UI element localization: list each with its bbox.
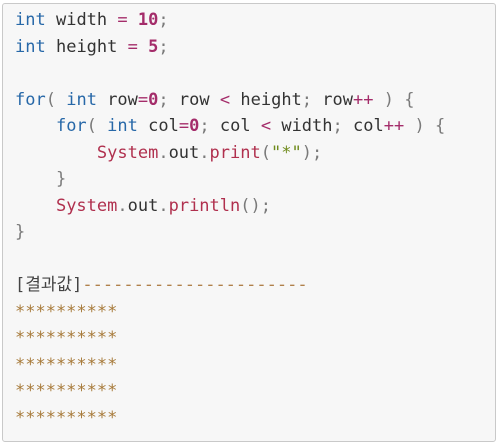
code-line-outer-for: for( int row=0; row < height; row++ ) { [15,87,495,114]
parens: () [240,195,261,216]
class-system: System [96,142,159,163]
brace-close: } [15,222,26,242]
result-row: ********** [15,301,118,322]
op-assign: = [137,89,149,110]
result-row: ********** [15,381,118,401]
paren-open: ( [45,89,56,110]
op-increment: ++ [383,116,405,136]
brace-open: { [404,89,415,110]
keyword-int: int [107,116,138,136]
keyword-for: for [15,89,46,110]
class-system: System [55,195,118,216]
number-literal: 10 [137,10,159,30]
var-row: row [322,89,354,110]
dot: . [199,142,210,163]
brace-close: } [55,169,67,189]
blank-line [15,246,495,273]
code-block: int width = 10; int height = 5; for( int… [2,3,496,442]
paren-close: ) [301,142,312,163]
result-divider: ---------------------- [82,275,308,295]
keyword-int: int [15,36,46,57]
var-col: col [353,116,384,136]
paren-close: ) [414,116,425,136]
code-line-inner-close: } [15,166,495,193]
op-less-than: < [260,116,272,136]
semicolon: ; [260,195,271,216]
method-print: print [209,142,261,163]
code-line-width: int width = 10; [15,7,495,34]
semicolon: ; [158,10,169,30]
var-col: col [219,116,251,136]
semicolon: ; [301,89,313,110]
code-line-inner-for: for( int col=0; col < width; col++ ) { [15,113,495,140]
semicolon: ; [158,36,169,57]
result-row: ********** [15,354,118,375]
method-println: println [168,195,241,216]
string-literal: "*" [270,142,302,163]
result-header: [결과값]---------------------- [15,272,495,299]
dot: . [158,195,169,216]
var-height: height [240,89,302,110]
var-width: width [55,10,108,30]
field-out: out [168,142,200,163]
paren-close: ) [383,89,394,110]
brace-open: { [434,116,446,136]
code-line-print: System.out.print("*"); [15,140,495,167]
code-line-outer-close: } [15,219,495,246]
keyword-int: int [66,89,97,110]
keyword-for: for [55,116,87,136]
op-increment: ++ [353,89,374,110]
dot: . [158,142,169,163]
op-assign: = [127,36,138,57]
op-assign: = [178,116,190,136]
var-row: row [107,89,138,110]
semicolon: ; [311,142,323,163]
op-assign: = [117,10,128,30]
blank-line [15,60,495,87]
var-row: row [178,89,210,110]
result-row: ********** [15,407,118,428]
dot: . [117,195,128,216]
paren-open: ( [86,116,97,136]
semicolon: ; [158,89,169,110]
op-less-than: < [219,89,231,110]
number-literal: 0 [148,89,159,110]
code-line-println: System.out.println(); [15,193,495,220]
var-col: col [148,116,179,136]
paren-open: ( [260,142,271,163]
field-out: out [127,195,159,216]
result-row: ********** [15,328,118,348]
result-label: [결과값] [15,275,83,295]
number-literal: 5 [148,36,159,57]
number-literal: 0 [189,116,200,136]
code-line-height: int height = 5; [15,34,495,61]
semicolon: ; [332,116,343,136]
var-height: height [55,36,118,57]
var-width: width [281,116,333,136]
semicolon: ; [199,116,210,136]
keyword-int: int [15,10,46,30]
